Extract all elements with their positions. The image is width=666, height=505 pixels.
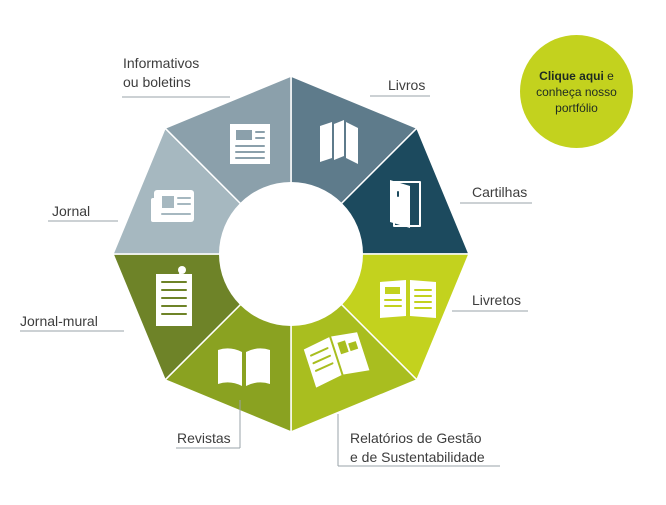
books-icon [320, 120, 358, 164]
cta-text-rest: e [603, 68, 614, 83]
label-revistas[interactable]: Revistas [177, 429, 231, 448]
label-relatorios-line-2: e de Sustentabilidade [350, 449, 485, 465]
label-livros-line-1: Livros [388, 77, 426, 93]
cta-bold-text: Clique aqui [539, 68, 604, 83]
label-informativos[interactable]: Informativos ou boletins [123, 54, 199, 92]
label-relatorios[interactable]: Relatórios de Gestão e de Sustentabilida… [350, 429, 485, 467]
label-informativos-line-2: ou boletins [123, 74, 191, 90]
wall-newspaper-icon [156, 266, 192, 326]
label-jornal-mural[interactable]: Jornal-mural [20, 312, 98, 331]
open-booklet-icon [380, 280, 436, 318]
label-revistas-line-1: Revistas [177, 430, 231, 446]
report-icon [303, 332, 370, 388]
newsletter-icon [230, 124, 270, 164]
wheel-center-hole [219, 182, 363, 326]
label-jornal[interactable]: Jornal [52, 202, 90, 221]
label-informativos-line-1: Informativos [123, 55, 200, 71]
newspaper-icon [151, 190, 194, 222]
open-book-icon [218, 348, 270, 386]
cta-text-line-3: portfólio [555, 100, 598, 115]
label-cartilhas-line-1: Cartilhas [472, 184, 528, 200]
label-jornal-mural-line-1: Jornal-mural [20, 313, 98, 329]
label-relatorios-line-1: Relatórios de Gestão [350, 430, 482, 446]
label-livretos[interactable]: Livretos [472, 291, 521, 310]
label-livretos-line-1: Livretos [472, 292, 522, 308]
cta-text-line-2: conheça nosso [536, 84, 617, 99]
portfolio-cta-button[interactable]: Clique aqui e conheça nosso portfólio [520, 35, 633, 148]
label-livros[interactable]: Livros [388, 76, 425, 95]
booklet-icon [390, 180, 421, 228]
label-cartilhas[interactable]: Cartilhas [472, 183, 527, 202]
label-jornal-line-1: Jornal [52, 203, 91, 219]
portfolio-cta-text: Clique aqui e conheça nosso portfólio [527, 68, 627, 116]
